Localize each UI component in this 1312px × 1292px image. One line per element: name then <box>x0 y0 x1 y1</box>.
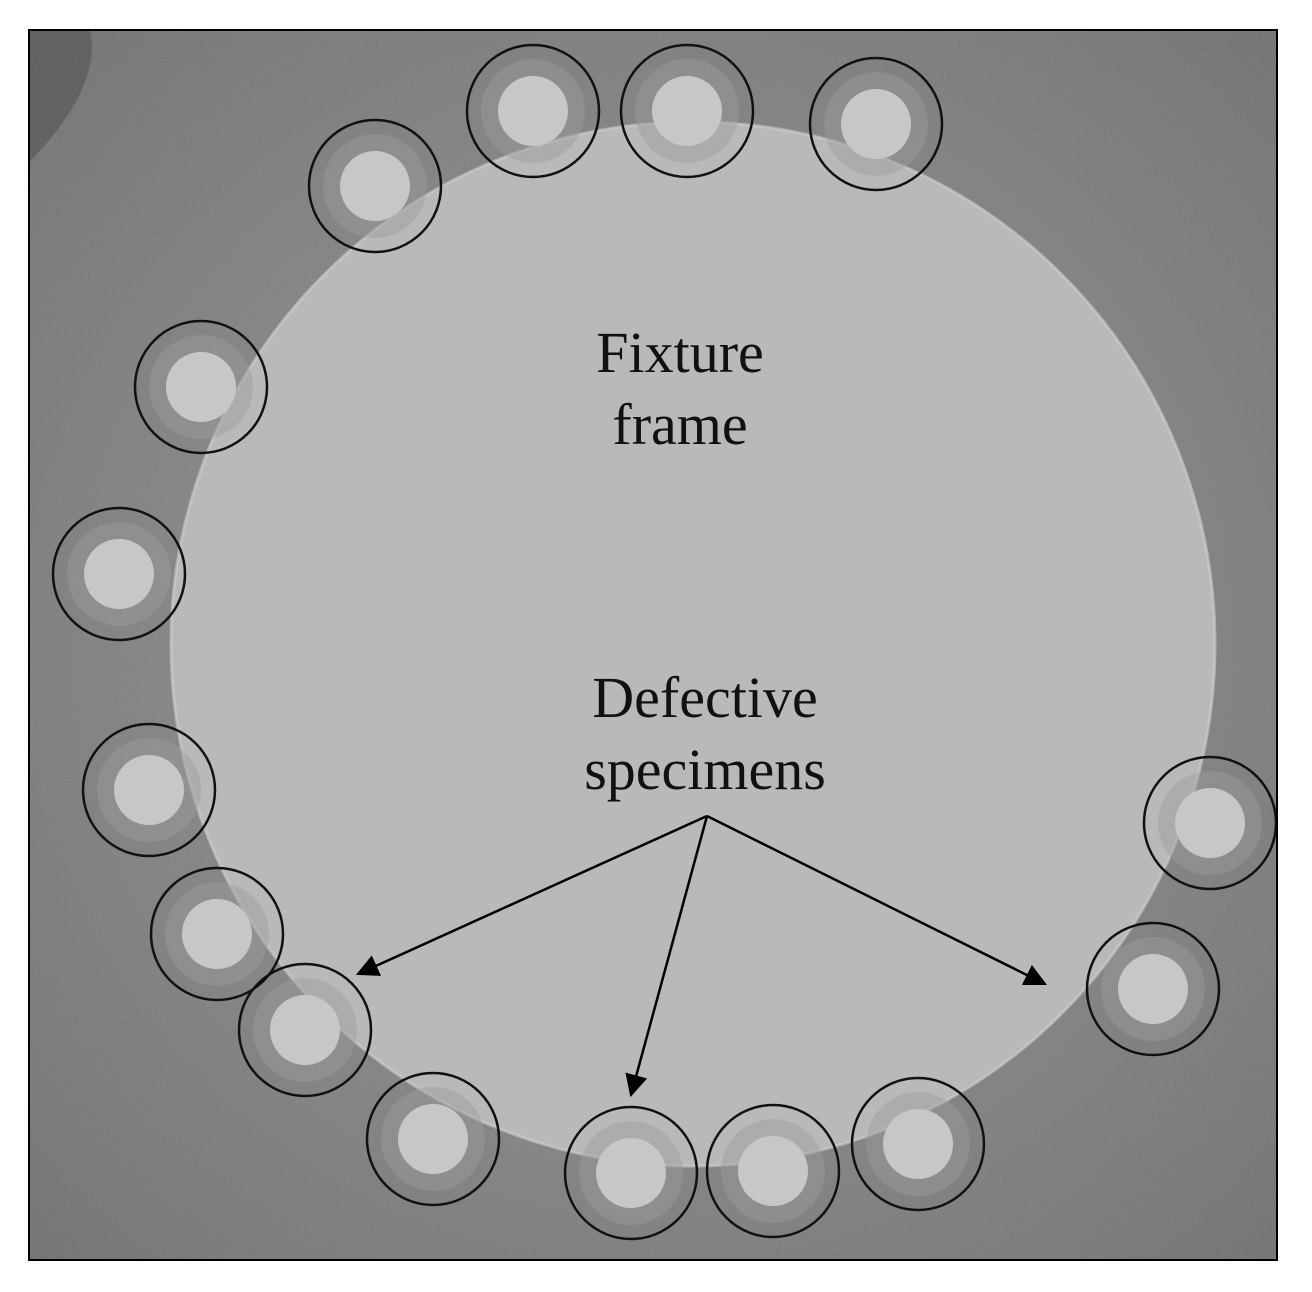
fixture-label-line2: frame <box>612 392 748 457</box>
sem-micrograph <box>30 31 1276 1259</box>
fixture-frame-label: Fixture frame <box>550 317 810 461</box>
arrow-middle <box>625 815 709 1098</box>
arrow-right <box>706 814 1048 986</box>
fixture-label-line1: Fixture <box>596 320 764 385</box>
arrow-left <box>355 814 708 976</box>
defect-label-line1: Defective <box>592 665 818 730</box>
defect-label-line2: specimens <box>584 737 826 802</box>
defective-specimens-label: Defective specimens <box>530 662 880 806</box>
sem-image-frame: Fixture frame Defective specimens <box>28 29 1278 1261</box>
